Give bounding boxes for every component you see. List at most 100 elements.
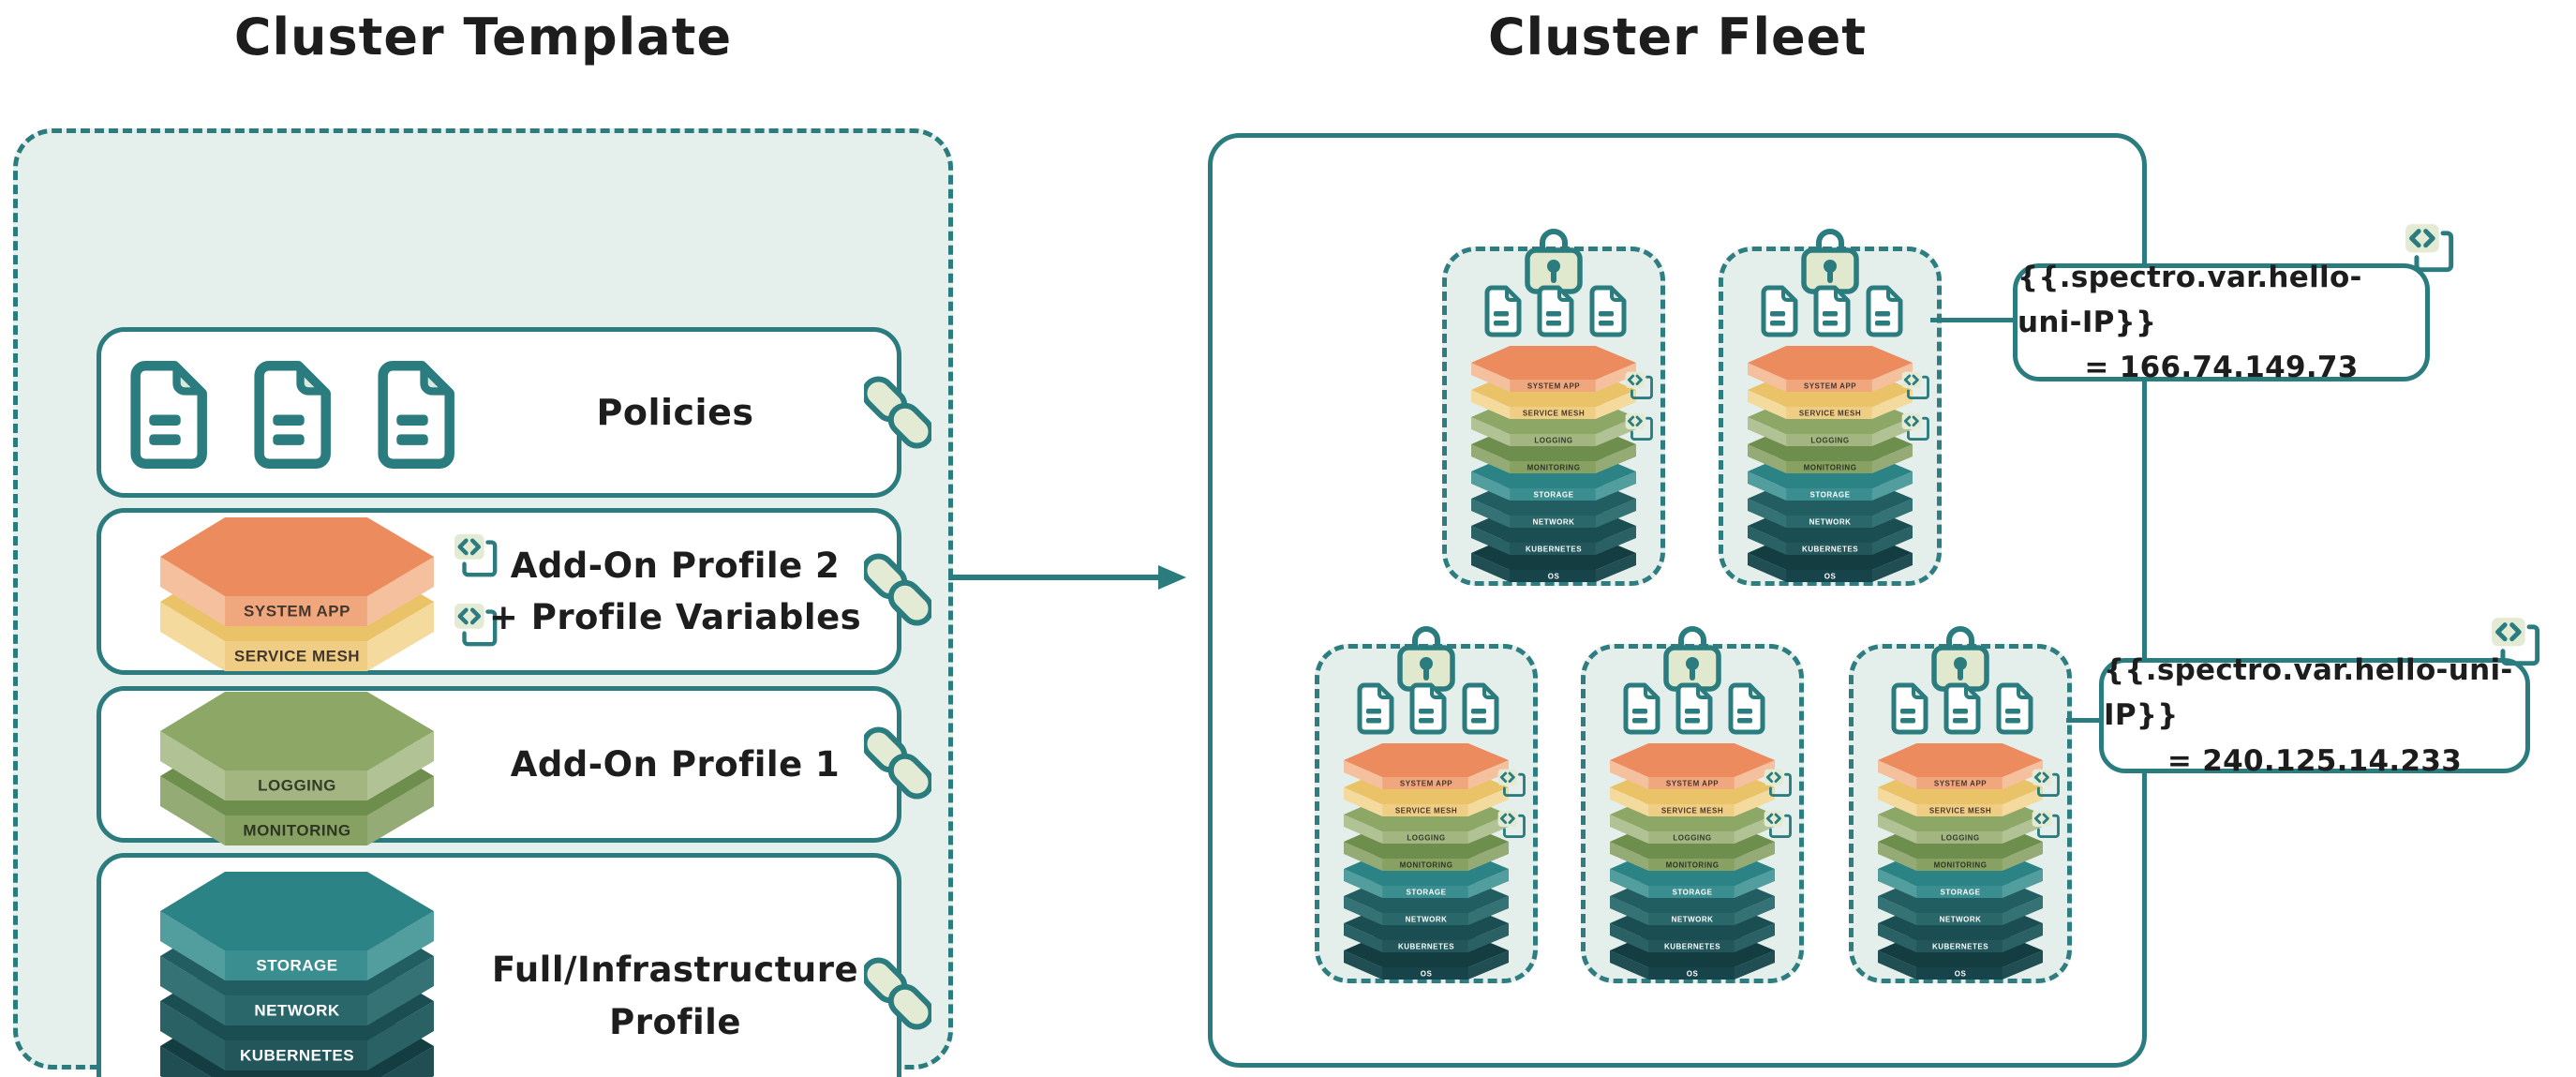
- cluster-card: OS KUBERNETES NETWORK STORAGE MONITORING: [1315, 626, 1538, 984]
- layer-label: STORAGE: [1534, 491, 1574, 500]
- addon2-label: Add-On Profile 2 + Profile Variables: [467, 513, 884, 670]
- code-variable-icon: [1901, 412, 1929, 441]
- hexagon-stack: OS KUBERNETES NETWORK STORAGE MONITORING: [1344, 743, 1509, 980]
- layer-label: STORAGE: [1941, 889, 1981, 897]
- cluster-card: OS KUBERNETES NETWORK STORAGE MONITORING: [1849, 626, 2072, 984]
- infrastructure-profile-box: OS KUBERNETES NETWORK STORAGE Full/Infra…: [97, 853, 901, 1077]
- lock-icon: [1931, 626, 1989, 692]
- code-variable-icon: [1901, 371, 1929, 399]
- layer-label: KUBERNETES: [1932, 943, 1988, 951]
- infra-label-line1: Full/Infrastructure: [491, 950, 859, 990]
- code-variable-icon: [2405, 224, 2454, 273]
- cluster-hex-slot: OS KUBERNETES NETWORK STORAGE MONITORING: [1877, 742, 2044, 984]
- code-variable-icon: [1625, 371, 1653, 399]
- code-variable-icon: [1764, 769, 1792, 797]
- layer-label: NETWORK: [1672, 916, 1714, 924]
- code-variable-icon: [454, 603, 498, 647]
- addon-profile-1-box: MONITORING LOGGING Add-On Profile 1: [97, 686, 901, 845]
- code-variable-icon: [2492, 618, 2540, 666]
- cluster-documents: [1353, 682, 1499, 735]
- link-chain-icon: [861, 553, 934, 626]
- layer-label: MONITORING: [1804, 464, 1857, 472]
- document-icon: [1623, 682, 1660, 735]
- cluster-code-icon-slot: [1625, 371, 1655, 403]
- document-icon: [1761, 285, 1798, 337]
- hexagon-stack: OS KUBERNETES NETWORK STORAGE MONITORING: [1471, 346, 1636, 582]
- layer-label: MONITORING: [1666, 861, 1720, 870]
- code-variable-icon: [1764, 810, 1792, 838]
- link-chain-icon: [861, 726, 934, 800]
- callout1-connector-line: [1930, 318, 2017, 322]
- layer-label: SYSTEM APP: [244, 602, 350, 620]
- document-icon: [1462, 682, 1499, 735]
- cluster-code-icon-slot: [1497, 810, 1527, 842]
- document-icon: [1409, 682, 1447, 735]
- cluster-template-container: Policies SERVICE MESH SYSTEM APP Add: [13, 128, 953, 1077]
- document-icon: [1589, 285, 1627, 337]
- infra-hexagon-stack: OS KUBERNETES NETWORK STORAGE: [159, 871, 435, 1077]
- document-icon: [1484, 285, 1522, 337]
- link-chain-icon: [861, 376, 934, 449]
- hex-layer-system_app: SYSTEM APP: [1471, 346, 1636, 392]
- layer-label: SYSTEM APP: [1934, 780, 1987, 788]
- cluster-card: OS KUBERNETES NETWORK STORAGE MONITORING: [1719, 229, 1942, 586]
- layer-label: SYSTEM APP: [1804, 382, 1856, 391]
- layer-label: STORAGE: [256, 956, 337, 974]
- cluster-hex-slot: OS KUBERNETES NETWORK STORAGE MONITORING: [1343, 742, 1510, 984]
- document-icon: [1675, 682, 1713, 735]
- document-icon: [378, 361, 454, 469]
- document-icon: [1728, 682, 1765, 735]
- layer-label: NETWORK: [1533, 518, 1575, 527]
- cluster-code-icon-slot: [2032, 769, 2062, 800]
- policies-label-text: Policies: [596, 391, 754, 433]
- hex-layer-system_app: SYSTEM APP: [1748, 346, 1913, 392]
- link-icon-slot: [861, 950, 934, 1037]
- cluster-code-icon-slot: [1901, 371, 1931, 403]
- layer-label: SERVICE MESH: [1929, 807, 1991, 815]
- layer-label: STORAGE: [1810, 491, 1851, 500]
- layer-label: NETWORK: [1940, 916, 1982, 924]
- document-icon: [254, 361, 331, 469]
- hex-layer-storage: STORAGE: [160, 872, 434, 980]
- layer-label: OS: [1955, 970, 1967, 979]
- cluster-code-icon-slot: [1625, 412, 1655, 444]
- hex-layer-system_app: SYSTEM APP: [160, 517, 434, 626]
- cluster-code-icon-slot: [2032, 810, 2062, 842]
- code-variable-icon: [1497, 810, 1526, 838]
- profile-variable-icon-slot: [454, 603, 499, 651]
- cluster-hex-slot: OS KUBERNETES NETWORK STORAGE MONITORING: [1609, 742, 1776, 984]
- document-icon: [1813, 285, 1851, 337]
- layer-label: KUBERNETES: [1664, 943, 1720, 951]
- layer-label: OS: [1421, 970, 1433, 979]
- cluster-card: OS KUBERNETES NETWORK STORAGE MONITORING: [1442, 229, 1665, 587]
- layer-label: LOGGING: [1810, 437, 1849, 445]
- layer-label: SYSTEM APP: [1527, 382, 1580, 391]
- lock-icon: [1801, 229, 1859, 294]
- layer-label: MONITORING: [1527, 464, 1581, 472]
- cluster-documents: [1757, 285, 1903, 337]
- cluster-fleet-container: OS KUBERNETES NETWORK STORAGE MONITORING: [1208, 133, 2147, 1068]
- code-variable-icon: [1625, 412, 1653, 441]
- layer-label: OS: [1687, 970, 1699, 979]
- code-variable-icon: [454, 533, 498, 577]
- document-icon: [1866, 285, 1903, 337]
- layer-label: MONITORING: [243, 821, 350, 839]
- cluster-hex-slot: OS KUBERNETES NETWORK STORAGE MONITORING: [1470, 345, 1637, 587]
- code-icon-slot: [2491, 617, 2543, 671]
- addon1-label: Add-On Profile 1: [467, 691, 884, 838]
- infra-label: Full/Infrastructure Profile: [467, 858, 884, 1077]
- layer-label: OS: [1548, 573, 1560, 581]
- document-icon: [1357, 682, 1394, 735]
- layer-label: OS: [1824, 573, 1837, 581]
- cluster-documents: [1887, 682, 2033, 735]
- addon1-label-line1: Add-On Profile 1: [510, 743, 841, 785]
- layer-label: LOGGING: [1407, 834, 1445, 843]
- layer-label: NETWORK: [254, 1001, 340, 1019]
- layer-label: LOGGING: [1534, 437, 1572, 445]
- variable-callout-2: {{.spectro.var.hello-uni-IP}} = 240.125.…: [2099, 653, 2530, 778]
- layer-label: KUBERNETES: [240, 1046, 354, 1064]
- document-icon: [1537, 285, 1574, 337]
- callout1-variable: {{.spectro.var.hello-uni-IP}}: [2018, 260, 2362, 339]
- policies-label: Policies: [467, 332, 884, 493]
